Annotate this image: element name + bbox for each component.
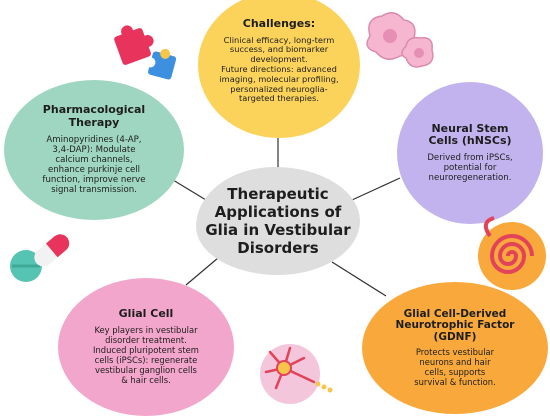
gdnf-node: Glial Cell-Derived Neurotrophic Factor (… bbox=[362, 282, 548, 414]
puzzle-icon bbox=[114, 25, 177, 80]
challenges-line: personalized neuroglia- bbox=[230, 83, 328, 94]
challenges-line: development. bbox=[250, 54, 308, 65]
cells-icon bbox=[366, 12, 434, 68]
glial-cell-line: cells (iPSCs): regenerate bbox=[94, 354, 198, 365]
central-line-2: Applications of bbox=[214, 203, 342, 221]
gdnf-line: survival & function. bbox=[414, 376, 496, 387]
gdnf-line: Protects vestibular bbox=[415, 346, 495, 357]
central-line-3: Glia in Vestibular bbox=[205, 221, 351, 239]
pharmacological-line: enhance purkinje cell bbox=[47, 165, 141, 176]
glial-cell-line: & hair cells. bbox=[121, 374, 171, 385]
connector-pharmacological bbox=[172, 179, 207, 201]
glial-cell-line: Key players in vestibular bbox=[94, 325, 198, 336]
glial-cell-line: vestibular ganglion cells bbox=[95, 364, 197, 375]
pharmacological-therapy-node: Pharmacological Therapy Aminopyridines (… bbox=[4, 80, 184, 220]
neural-stem-title-line: Cells (hNSCs) bbox=[428, 134, 512, 148]
challenges-line: success, and biomarker bbox=[229, 44, 329, 55]
neural-stem-line: potential for bbox=[443, 163, 497, 174]
inner-ear-icon bbox=[478, 216, 546, 290]
central-line-1: Therapeutic bbox=[227, 185, 329, 203]
glial-cell-line: disorder treatment. bbox=[105, 335, 187, 345]
connector-glial-cell bbox=[185, 257, 219, 286]
gdnf-title-line: Glial Cell-Derived bbox=[403, 307, 507, 320]
neural-stem-line: Derived from iPSCs, bbox=[427, 152, 513, 163]
pharmacological-title: Pharmacological Therapy bbox=[43, 104, 145, 129]
pharmacological-line: 3,4-DAP): Modulate bbox=[52, 144, 136, 155]
central-topic: Therapeutic Applications of Glia in Vest… bbox=[196, 167, 360, 275]
neural-stem-title-line: Neural Stem bbox=[431, 121, 509, 135]
challenges-body: Clinical efficacy, long-term success, an… bbox=[219, 34, 339, 104]
challenges-title: Challenges: bbox=[242, 17, 316, 30]
gdnf-body: Protects vestibular neurons and hair cel… bbox=[414, 346, 496, 388]
pharmacological-body: Aminopyridines (4-AP, 3,4-DAP): Modulate… bbox=[42, 135, 145, 196]
glial-cell-title: Glial Cell bbox=[118, 307, 174, 321]
neural-stem-title: Neural Stem Cells (hNSCs) bbox=[428, 121, 512, 148]
gdnf-line: neurons and hair bbox=[419, 356, 491, 367]
central-line-4: Disorders bbox=[237, 239, 319, 257]
challenges-line: targeted therapies. bbox=[239, 93, 319, 104]
connector-gdnf bbox=[331, 261, 387, 297]
gdnf-title-line: (GDNF) bbox=[433, 331, 477, 344]
gdnf-title-line: Neurotrophic Factor bbox=[395, 319, 515, 332]
pills-icon bbox=[10, 234, 70, 282]
challenges-line: Future directions: advanced bbox=[221, 63, 337, 74]
central-topic-title: Therapeutic Applications of Glia in Vest… bbox=[205, 185, 350, 257]
challenges-node: Challenges: Clinical efficacy, long-term… bbox=[198, 0, 360, 138]
glial-cell-body: Key players in vestibular disorder treat… bbox=[93, 325, 199, 385]
pharmacological-line: Aminopyridines (4-AP, bbox=[46, 134, 142, 145]
challenges-line: imaging, molecular profiling, bbox=[219, 73, 339, 84]
connector-neural-stem bbox=[351, 177, 401, 201]
neural-stem-body: Derived from iPSCs, potential for neuror… bbox=[427, 153, 512, 183]
neural-stem-cells-node: Neural Stem Cells (hNSCs) Derived from i… bbox=[397, 82, 543, 224]
gdnf-title: Glial Cell-Derived Neurotrophic Factor (… bbox=[395, 307, 515, 344]
gdnf-line: cells, supports bbox=[424, 366, 486, 377]
pharmacological-line: calcium channels, bbox=[55, 155, 133, 165]
neuron-icon bbox=[260, 344, 333, 404]
pharmacological-line: signal transmission. bbox=[51, 185, 137, 196]
pharmacological-line: function, improve nerve bbox=[42, 175, 146, 186]
pharmacological-title-line: Therapy bbox=[68, 116, 120, 130]
glial-cell-line: Induced pluripotent stem bbox=[93, 344, 199, 355]
neural-stem-line: neuroregeneration. bbox=[428, 173, 512, 184]
pharmacological-title-line: Pharmacological bbox=[42, 103, 146, 117]
glial-cell-node: Glial Cell Key players in vestibular dis… bbox=[58, 278, 234, 416]
challenges-line: Clinical efficacy, long-term bbox=[223, 34, 335, 45]
